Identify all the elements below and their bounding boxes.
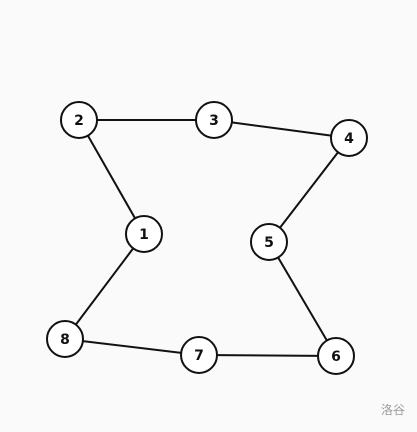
node-7: 7 [180,336,218,374]
node-6: 6 [317,337,355,375]
nodes-layer: 1 2 3 4 5 6 7 8 [46,101,368,375]
node-circle-4 [330,119,368,157]
watermark-text: 洛谷 [380,403,405,417]
node-circle-2 [60,101,98,139]
node-label-8: 8 [60,332,70,348]
edge-3-4 [213,119,350,139]
node-label-4: 4 [344,131,354,147]
node-circle-5 [250,223,288,261]
edge-6-5 [268,241,337,357]
edge-7-6 [198,354,337,357]
node-label-5: 5 [264,235,274,251]
node-2: 2 [60,101,98,139]
edge-8-7 [64,338,200,356]
node-circle-1 [125,215,163,253]
node-circle-6 [317,337,355,375]
node-label-1: 1 [139,227,149,243]
node-5: 5 [250,223,288,261]
node-label-7: 7 [194,348,204,364]
edge-5-4 [268,137,350,243]
node-circle-3 [195,101,233,139]
node-1: 1 [125,215,163,253]
edge-1-8 [64,233,145,340]
node-label-6: 6 [331,349,341,365]
node-3: 3 [195,101,233,139]
node-circle-7 [180,336,218,374]
node-8: 8 [46,320,84,358]
node-circle-8 [46,320,84,358]
edges-layer [64,119,350,357]
node-label-3: 3 [209,113,219,129]
node-4: 4 [330,119,368,157]
edge-2-1 [78,119,145,235]
node-label-2: 2 [74,113,84,129]
